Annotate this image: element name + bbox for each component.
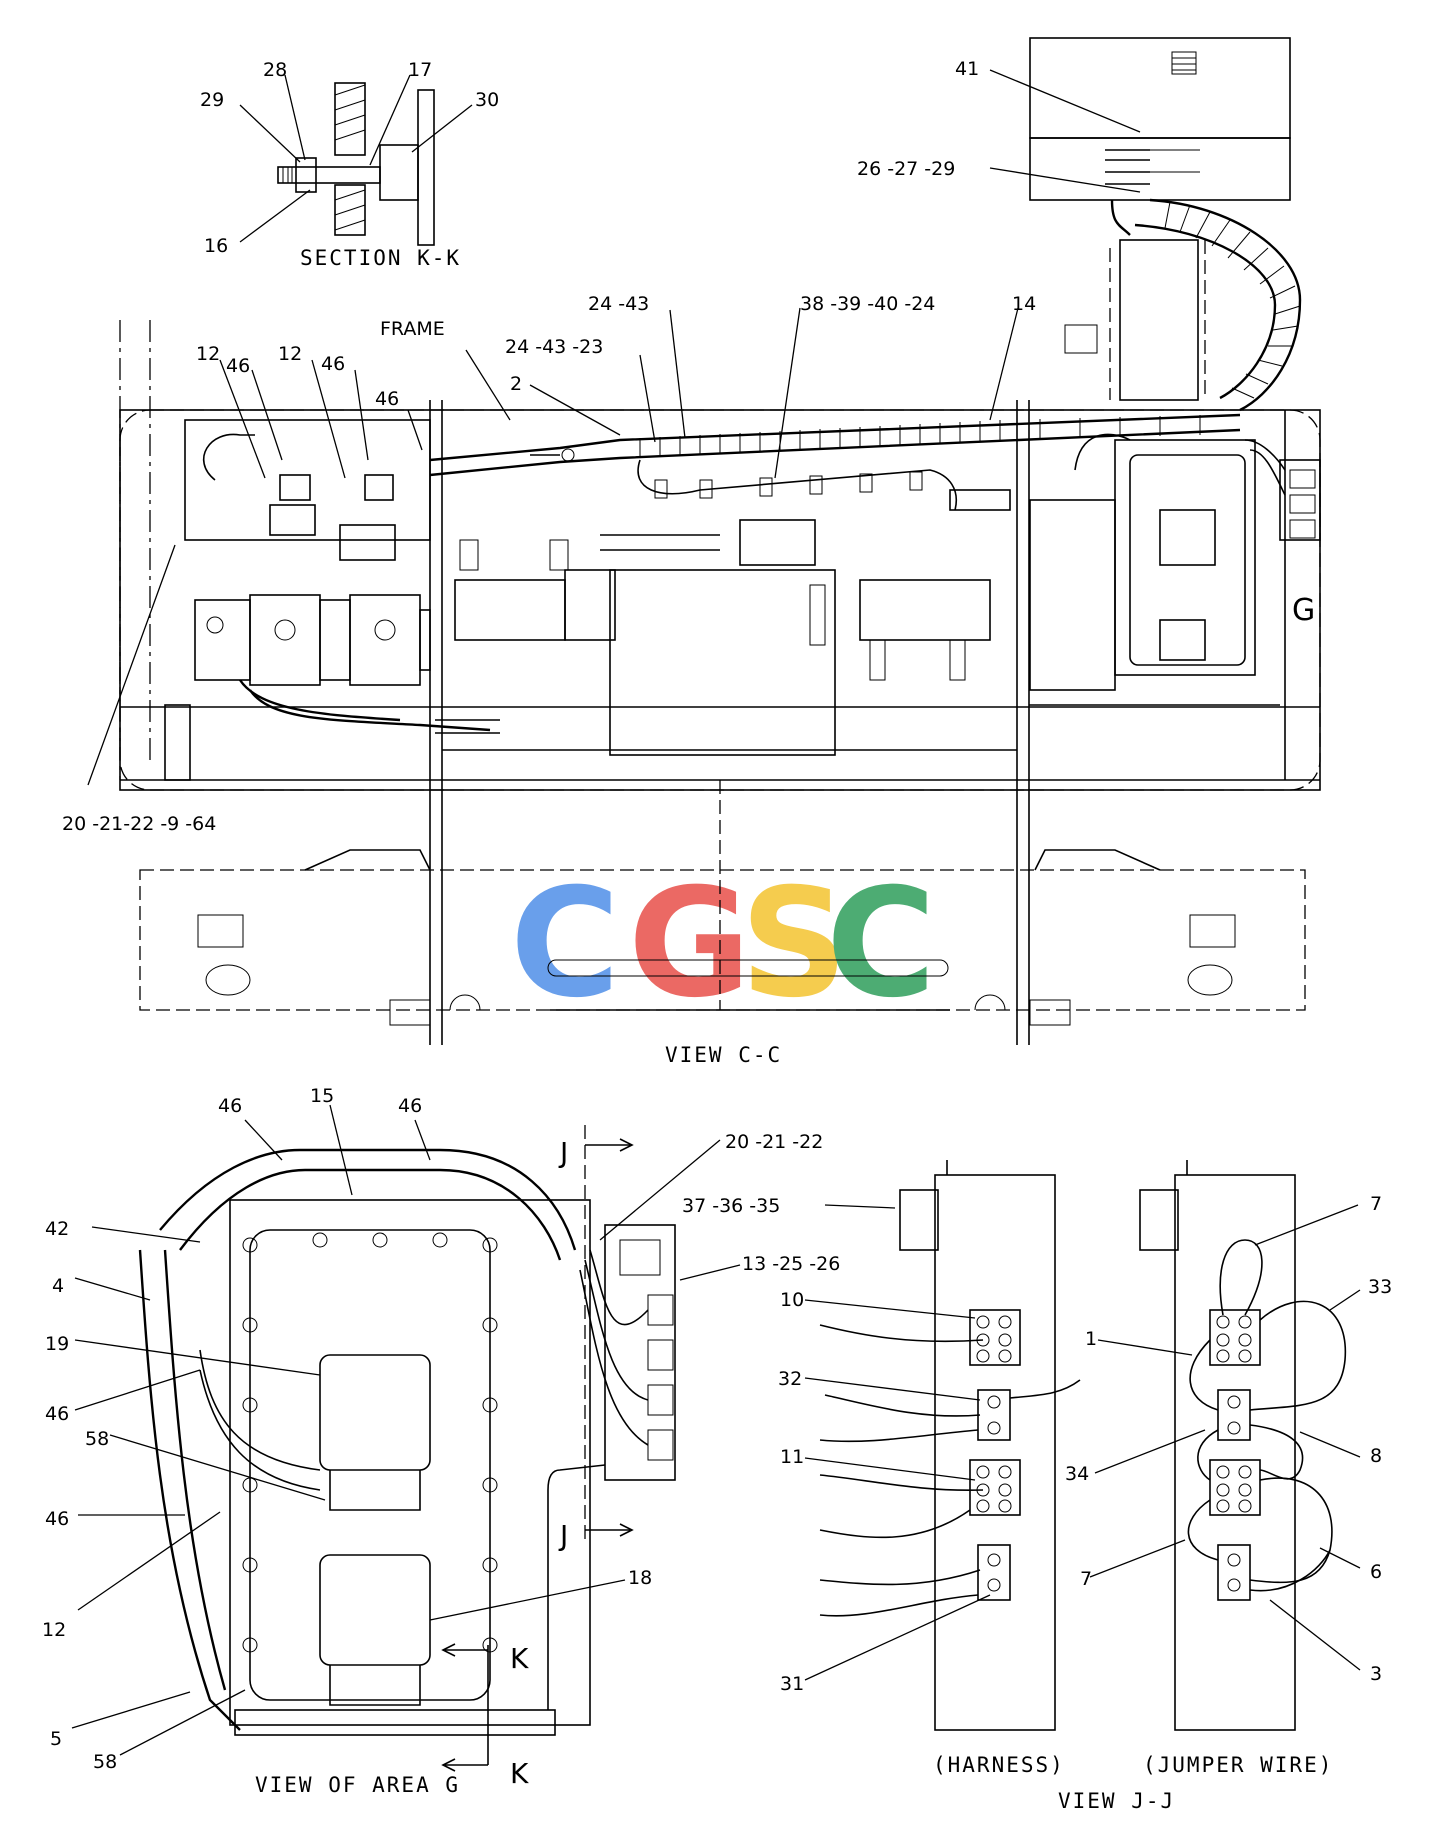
view-jj: (HARNESS) (JUMPER WIRE) VIEW J-J — [819, 1160, 1347, 1813]
view-marker-j-bottom: J — [558, 1519, 568, 1552]
callout-37-36-35: 37 -36 -35 — [682, 1195, 780, 1217]
callout-1: 1 — [1085, 1328, 1097, 1350]
callout-58-b: 58 — [93, 1751, 117, 1773]
view-marker-g: G — [1292, 593, 1315, 628]
callout-20-21-22-9-64: 20 -21-22 -9 -64 — [62, 813, 216, 835]
callout-13-25-26: 13 -25 -26 — [742, 1253, 840, 1275]
callout-19: 19 — [45, 1333, 69, 1355]
view-marker-j-top: J — [558, 1136, 568, 1169]
callout-32: 32 — [778, 1368, 802, 1390]
callout-34: 34 — [1065, 1463, 1089, 1485]
callout-38-39-40-24: 38 -39 -40 -24 — [800, 293, 935, 315]
callout-46-g2: 46 — [398, 1095, 422, 1117]
callout-12-b: 12 — [278, 343, 302, 365]
callout-46-c: 46 — [375, 388, 399, 410]
callout-33: 33 — [1368, 1276, 1392, 1298]
callout-46-b: 46 — [321, 353, 345, 375]
view-marker-k-bottom: K — [510, 1757, 529, 1790]
callout-16: 16 — [204, 235, 228, 257]
callout-42: 42 — [45, 1218, 69, 1240]
callout-17: 17 — [408, 59, 432, 81]
callout-7-b: 7 — [1080, 1568, 1092, 1590]
watermark-letter-1: C — [510, 857, 620, 1031]
watermark: C G S C — [510, 857, 936, 1031]
view-marker-k-top: K — [510, 1642, 529, 1675]
callout-41: 41 — [955, 58, 979, 80]
callout-31: 31 — [780, 1673, 804, 1695]
callout-12-a: 12 — [196, 343, 220, 365]
callout-15: 15 — [310, 1085, 334, 1107]
section-kk-title: SECTION K-K — [300, 246, 461, 270]
watermark-letter-3: S — [740, 857, 848, 1031]
view-cc: VIEW C-C FRAME G — [119, 318, 1321, 1067]
callout-28: 28 — [263, 59, 287, 81]
harness-coils — [639, 415, 1201, 458]
watermark-letter-4: C — [826, 857, 936, 1031]
callout-26-27-29: 26 -27 -29 — [857, 158, 955, 180]
spiral-wrap-coils — [1164, 201, 1301, 399]
callout-4: 4 — [52, 1275, 64, 1297]
callout-46-g3: 46 — [45, 1403, 69, 1425]
callout-29-kk: 29 — [200, 89, 224, 111]
leader-lines — [71, 69, 1361, 1756]
callout-8: 8 — [1370, 1445, 1382, 1467]
callout-24-43: 24 -43 — [588, 293, 649, 315]
callout-46-g1: 46 — [218, 1095, 242, 1117]
callout-6: 6 — [1370, 1561, 1382, 1583]
callout-58-a: 58 — [85, 1428, 109, 1450]
top-right-assembly — [1029, 37, 1302, 412]
callout-20-21-22: 20 -21 -22 — [725, 1131, 823, 1153]
callout-14: 14 — [1012, 293, 1036, 315]
callout-46-a: 46 — [226, 355, 250, 377]
callout-18: 18 — [628, 1567, 652, 1589]
view-cc-title: VIEW C-C — [665, 1043, 782, 1067]
callout-labels: 29 28 17 30 16 41 26 -27 -29 24 -43 38 -… — [42, 58, 1392, 1773]
view-jj-title: VIEW J-J — [1058, 1789, 1175, 1813]
section-kk-view: SECTION K-K — [277, 82, 461, 270]
callout-30: 30 — [475, 89, 499, 111]
callout-5: 5 — [50, 1728, 62, 1750]
callout-2: 2 — [510, 373, 522, 395]
harness-caption: (HARNESS) — [933, 1753, 1065, 1777]
callout-12-g: 12 — [42, 1619, 66, 1641]
view-area-g-title: VIEW OF AREA G — [255, 1773, 460, 1797]
view-area-g: J J K K VIEW OF AREA G — [138, 1125, 676, 1797]
jumper-wire-caption: (JUMPER WIRE) — [1143, 1753, 1333, 1777]
callout-10: 10 — [780, 1289, 804, 1311]
callout-24-43-23: 24 -43 -23 — [505, 336, 603, 358]
callout-46-g4: 46 — [45, 1508, 69, 1530]
callout-3: 3 — [1370, 1663, 1382, 1685]
frame-label: FRAME — [380, 318, 445, 340]
callout-7-a: 7 — [1370, 1193, 1382, 1215]
callout-11: 11 — [780, 1446, 804, 1468]
watermark-letter-2: G — [628, 857, 751, 1031]
